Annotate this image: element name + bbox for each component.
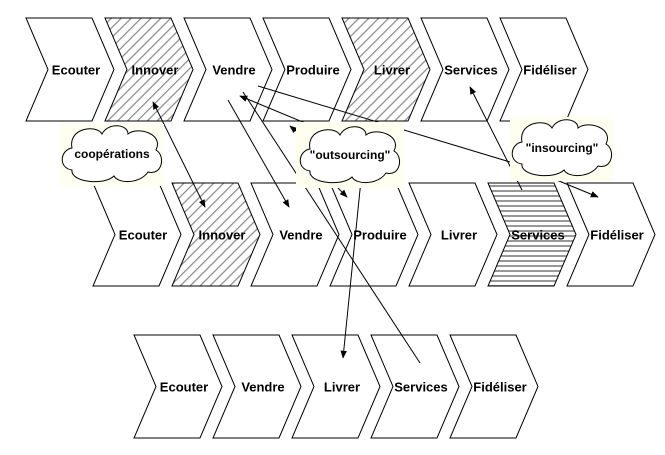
cloud-label: "outsourcing" <box>310 148 391 162</box>
chevron-label: Ecouter <box>119 228 167 243</box>
chevron-label: Fidéliser <box>523 63 576 78</box>
chevron-label: Fidéliser <box>473 380 526 395</box>
arrow-outsourcing-livrer <box>340 169 363 359</box>
chevron-label: Ecouter <box>52 63 100 78</box>
chevron-label: Livrer <box>324 380 360 395</box>
chevron-label: Vendre <box>212 63 255 78</box>
chain-top-step-innover: Innover <box>104 17 194 122</box>
chevron-label: Livrer <box>374 63 410 78</box>
chain-bottom-step-vendre: Vendre <box>212 334 302 439</box>
chevron-shape <box>291 334 381 439</box>
chevron-shape <box>212 334 302 439</box>
cloud-label: "insourcing" <box>526 141 599 155</box>
cloud-shape <box>61 125 163 183</box>
chain-top-step-produire: Produire <box>262 17 352 122</box>
chain-top-step-ecouter: Ecouter <box>25 17 115 122</box>
chevron-label: Fidéliser <box>590 228 643 243</box>
chain-middle-step-vendre: Vendre <box>250 182 340 287</box>
chevron-shape <box>449 334 539 439</box>
chain-top-step-services: Services <box>420 17 510 122</box>
chain-middle-step-ecouter: Ecouter <box>92 182 182 287</box>
chain-top-step-livrer: Livrer <box>341 17 431 122</box>
chain-bottom-step-livrer: Livrer <box>291 334 381 439</box>
chevron-label: Services <box>444 63 498 78</box>
chevron-shape <box>133 334 223 439</box>
chain-top-step-vendre: Vendre <box>183 17 273 122</box>
chain-middle-step-fideliser: Fidéliser <box>566 182 656 287</box>
chevron-shape <box>171 182 261 287</box>
chevron-shape <box>25 17 115 122</box>
line-vendre-services <box>242 91 421 364</box>
chevron-shape <box>262 17 352 122</box>
chevron-shape <box>183 17 273 122</box>
chevron-shape <box>566 182 656 287</box>
chevron-label: Ecouter <box>160 380 208 395</box>
chevron-label: Vendre <box>241 380 284 395</box>
chevron-shape <box>341 17 431 122</box>
chain-middle-step-produire: Produire <box>329 182 419 287</box>
chevron-label: Produire <box>353 228 406 243</box>
cloud-label: coopérations <box>74 147 150 161</box>
chain-bottom-step-fideliser: Fidéliser <box>449 334 539 439</box>
cloud-insourcing: "insourcing" <box>510 117 614 181</box>
cloud-shape <box>299 126 401 184</box>
chevron-label: Services <box>511 228 565 243</box>
chevron-shape <box>408 182 498 287</box>
chevron-label: Produire <box>286 63 339 78</box>
arrow-innover-link <box>152 101 206 208</box>
chevron-shape <box>487 182 577 287</box>
chain-middle-step-livrer: Livrer <box>408 182 498 287</box>
chain-top-step-fideliser: Fidéliser <box>499 17 589 122</box>
cloud-shape <box>511 119 613 177</box>
cloud-layer: coopérations "outsourcing" "insourcing" <box>60 117 614 188</box>
cloud-cooperations: coopérations <box>60 124 164 186</box>
chain-bottom-step-ecouter: Ecouter <box>133 334 223 439</box>
chevron-label: Livrer <box>441 228 477 243</box>
chain-bottom-step-services: Services <box>370 334 460 439</box>
chevron-label: Vendre <box>279 228 322 243</box>
chevron-label: Innover <box>199 228 246 243</box>
arrow-outsourcing-mid <box>337 187 348 198</box>
arrow-vendre-link <box>227 99 290 208</box>
chevron-shape <box>370 334 460 439</box>
chain-middle-step-innover: Innover <box>171 182 261 287</box>
cloud-outsourcing: "outsourcing" <box>296 122 404 188</box>
chevron-label: Services <box>394 380 448 395</box>
chain-middle-step-services: Services <box>487 182 577 287</box>
chevron-label: Innover <box>132 63 179 78</box>
